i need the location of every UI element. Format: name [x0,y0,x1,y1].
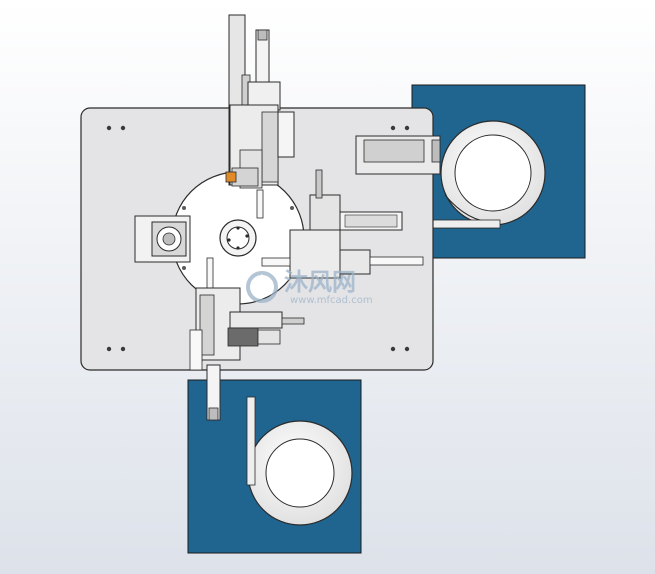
watermark-brand: 沐风网 [284,268,356,296]
bottom-linear-track [246,396,256,486]
center-hub [219,219,257,257]
watermark-url: www.mfcad.com [290,295,373,306]
mounting-holes [106,125,410,352]
left-motor-block [134,215,191,263]
right-vibratory-bowl-feeder [409,84,586,259]
bottom-bowl-inner [265,438,335,508]
orange-sensor [225,171,237,183]
right-feeding-assembly [261,135,441,279]
top-vertical-cylinder-assembly [225,14,295,219]
watermark: 沐风网 www.mfcad.com [246,268,373,306]
bottom-cylinder-assembly [189,257,305,421]
watermark-logo-icon [246,271,278,303]
right-bowl-inner [454,134,532,212]
